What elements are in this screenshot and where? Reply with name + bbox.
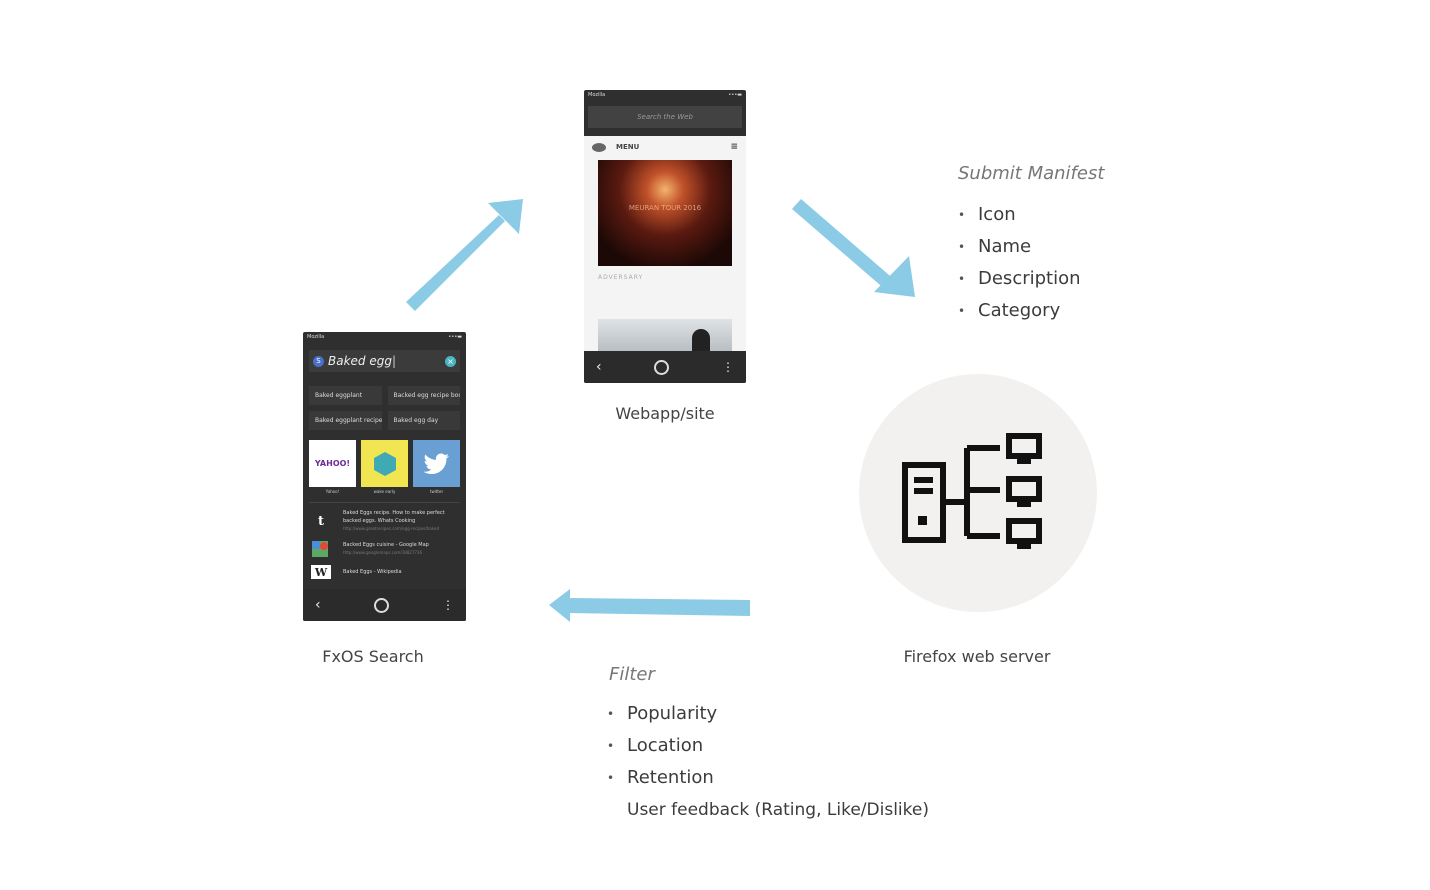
bottom-nav: ‹ ⋮ <box>584 351 746 383</box>
menu-label[interactable]: MENU <box>616 143 640 151</box>
filter-extra: User feedback (Rating, Like/Dislike) <box>627 800 929 820</box>
concert-image: MEURAN TOUR 2016 <box>598 160 732 266</box>
server-network-icon <box>902 433 1042 549</box>
more-icon[interactable]: ⋮ <box>441 598 454 612</box>
signal-battery-icon: •••▬ <box>728 92 742 98</box>
person-silhouette-icon <box>692 329 710 351</box>
fxos-phone: Mozilla •••▬ S Baked egg| × Baked eggpla… <box>303 332 466 621</box>
section-label: ADVERSARY <box>598 274 644 281</box>
manifest-item: Name <box>958 231 1081 263</box>
app-tile-twitter[interactable] <box>413 440 460 487</box>
hexagon-icon <box>373 451 396 476</box>
manifest-item: Category <box>958 295 1081 327</box>
arrow-server-to-search <box>549 589 750 622</box>
twitter-bird-icon <box>423 453 449 474</box>
home-icon[interactable] <box>373 597 389 613</box>
tile-label: Yahoo! <box>325 489 340 494</box>
search-input[interactable]: S Baked egg| × <box>309 350 460 372</box>
tile-label: wake early <box>373 489 396 494</box>
result-url: http://www.googlemaps.com/38827736 <box>343 550 423 555</box>
wikipedia-icon: W <box>311 565 331 579</box>
more-icon[interactable]: ⋮ <box>721 360 734 374</box>
server-caption: Firefox web server <box>903 647 1051 666</box>
filter-item: Retention <box>607 762 717 794</box>
search-result[interactable]: Backed Eggs cuisine - Google Map http://… <box>303 539 466 559</box>
suggestion-chip[interactable]: Baked eggplant <box>309 386 382 405</box>
app-tile-yahoo[interactable]: YAHOO! <box>309 440 356 487</box>
search-result[interactable]: W Baked Eggs - Wikipedia <box>303 565 466 579</box>
arrow-webapp-to-manifest <box>792 199 915 297</box>
tile-label: twitter <box>429 489 444 494</box>
app-tile-wake-early[interactable] <box>361 440 408 487</box>
yahoo-logo: YAHOO! <box>314 459 351 468</box>
result-title: Baked Eggs - Wikipedia <box>343 569 402 575</box>
map-pin-icon <box>311 539 331 559</box>
article-image <box>598 319 732 351</box>
manifest-item: Icon <box>958 199 1081 231</box>
image-caption: MEURAN TOUR 2016 <box>628 204 702 212</box>
site-logo-icon <box>592 142 606 152</box>
status-bar: Mozilla •••▬ <box>303 332 466 344</box>
tumblr-icon: t <box>317 513 324 529</box>
back-icon[interactable]: ‹ <box>315 597 321 613</box>
filter-heading: Filter <box>609 664 655 685</box>
webapp-caption: Webapp/site <box>615 404 715 423</box>
filter-item: Popularity <box>607 698 717 730</box>
suggestion-chip[interactable]: Baked egg day <box>387 411 460 430</box>
manifest-item: Description <box>958 263 1081 295</box>
status-bar: Mozilla •••▬ <box>584 90 746 102</box>
suggestion-chip[interactable]: Backed egg recipe book <box>387 386 460 405</box>
result-title: Baked Eggs recipe. How to make perfect b… <box>343 510 445 524</box>
manifest-heading: Submit Manifest <box>958 163 1105 184</box>
webapp-phone: Mozilla •••▬ Search the Web MENU ≡ MEURA… <box>584 90 746 383</box>
bottom-nav: ‹ ⋮ <box>303 589 466 621</box>
filter-list: Popularity Location Retention <box>607 698 717 794</box>
result-url: http://www.greatrecipes.com/egg-recipes/… <box>343 526 440 531</box>
arrow-search-to-webapp <box>406 199 523 311</box>
search-engine-icon: S <box>313 355 324 367</box>
search-result[interactable]: t Baked Eggs recipe. How to make perfect… <box>303 509 466 533</box>
manifest-list: Icon Name Description Category <box>958 199 1081 327</box>
suggestion-chip[interactable]: Baked eggplant recipe <box>309 411 382 430</box>
home-icon[interactable] <box>654 359 670 375</box>
back-icon[interactable]: ‹ <box>596 359 602 375</box>
site-menu-row: MENU ≡ <box>584 136 746 158</box>
clear-icon[interactable]: × <box>445 355 456 367</box>
url-bar[interactable]: Search the Web <box>588 106 742 128</box>
filter-item: Location <box>607 730 717 762</box>
webpage: MENU ≡ MEURAN TOUR 2016 ADVERSARY <box>584 136 746 351</box>
result-title: Backed Eggs cuisine - Google Map <box>343 542 429 548</box>
search-query: Baked egg <box>328 354 392 368</box>
hamburger-icon[interactable]: ≡ <box>730 142 738 152</box>
signal-battery-icon: •••▬ <box>448 334 462 340</box>
carrier-label: Mozilla <box>307 334 325 340</box>
carrier-label: Mozilla <box>588 92 606 98</box>
fxos-caption: FxOS Search <box>322 647 424 666</box>
